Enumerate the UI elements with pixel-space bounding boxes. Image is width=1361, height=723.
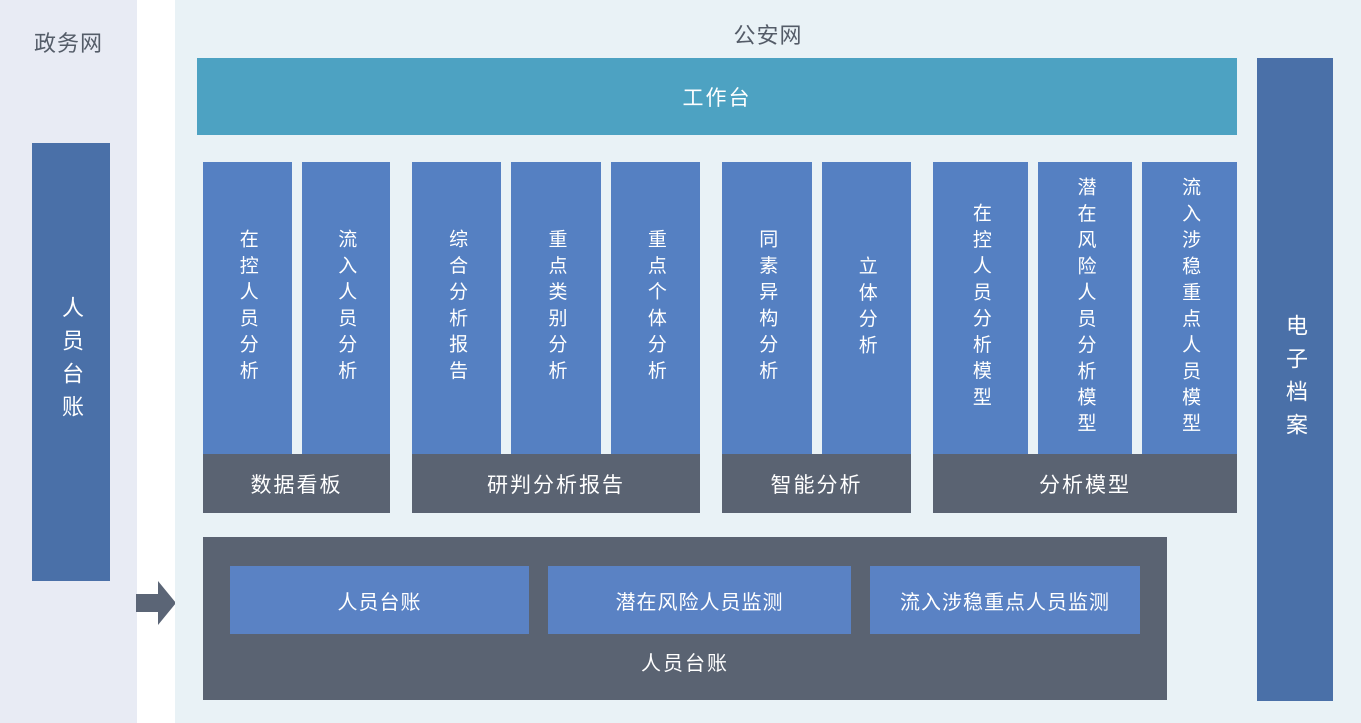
module-label: 潜在风险人员分析模型 — [1074, 176, 1096, 440]
group-analysis-report: 综合分析报告 重点类别分析 重点个体分析 研判分析报告 — [412, 162, 700, 513]
gov-network-panel: 政务网 人员台账 — [0, 0, 137, 723]
module-label: 立体分析 — [855, 255, 877, 361]
gov-personnel-ledger-bar: 人员台账 — [32, 143, 110, 581]
module-label: 综合分析报告 — [446, 229, 468, 387]
group-label: 数据看板 — [250, 473, 343, 497]
electronic-archive-bar: 电子档案 — [1257, 58, 1333, 701]
module-label: 流入涉稳重点人员模型 — [1179, 176, 1201, 440]
group-intelligent-analysis: 同素异构分析 立体分析 智能分析 — [722, 162, 911, 513]
module-label: 流入人员分析 — [335, 229, 357, 387]
workbench-label: 工作台 — [682, 86, 752, 110]
group-columns: 综合分析报告 重点类别分析 重点个体分析 — [412, 162, 700, 454]
group-label: 智能分析 — [770, 473, 863, 497]
personnel-ledger-panel-label: 人员台账 — [641, 653, 729, 675]
group-label: 分析模型 — [1039, 473, 1131, 497]
gov-network-title: 政务网 — [33, 31, 103, 56]
group-data-dashboard: 在控人员分析 流入人员分析 数据看板 — [203, 162, 390, 513]
risk-monitor-button: 潜在风险人员监测 — [548, 566, 851, 634]
group-label: 研判分析报告 — [487, 473, 625, 497]
module-block: 流入人员分析 — [301, 162, 390, 454]
module-block: 在控人员分析模型 — [933, 162, 1028, 454]
module-label: 在控人员分析 — [236, 229, 258, 387]
module-label: 重点个体分析 — [644, 229, 666, 387]
module-block: 综合分析报告 — [412, 162, 502, 454]
group-footer: 研判分析报告 — [412, 454, 700, 513]
group-footer: 智能分析 — [722, 454, 911, 513]
group-columns: 同素异构分析 立体分析 — [722, 162, 911, 454]
personnel-ledger-panel: 人员台账 潜在风险人员监测 流入涉稳重点人员监测 人员台账 — [203, 537, 1167, 700]
flow-arrow-icon — [136, 581, 176, 625]
module-block: 重点类别分析 — [511, 162, 601, 454]
police-network-panel: 公安网 工作台 在控人员分析 流入人员分析 数据看板 — [175, 0, 1361, 723]
module-label: 重点类别分析 — [545, 229, 567, 387]
group-columns: 在控人员分析 流入人员分析 — [203, 162, 390, 454]
ledger-button: 人员台账 — [230, 566, 529, 634]
inflow-monitor-button: 流入涉稳重点人员监测 — [870, 566, 1140, 634]
module-block: 同素异构分析 — [722, 162, 812, 454]
group-analysis-models: 在控人员分析模型 潜在风险人员分析模型 流入涉稳重点人员模型 分析模型 — [933, 162, 1238, 513]
module-groups: 在控人员分析 流入人员分析 数据看板 综合分析报告 重点类别分析 — [203, 162, 1238, 513]
module-block: 立体分析 — [821, 162, 911, 454]
module-label: 在控人员分析模型 — [969, 203, 991, 413]
workbench-bar: 工作台 — [197, 58, 1237, 135]
module-block: 潜在风险人员分析模型 — [1037, 162, 1133, 454]
gov-personnel-ledger-label: 人员台账 — [59, 296, 84, 428]
group-footer: 数据看板 — [203, 454, 390, 513]
module-block: 在控人员分析 — [203, 162, 292, 454]
group-footer: 分析模型 — [933, 454, 1237, 513]
module-block: 重点个体分析 — [610, 162, 700, 454]
ledger-button-row: 人员台账 潜在风险人员监测 流入涉稳重点人员监测 — [203, 537, 1167, 634]
group-columns: 在控人员分析模型 潜在风险人员分析模型 流入涉稳重点人员模型 — [933, 162, 1238, 454]
module-label: 同素异构分析 — [756, 229, 778, 387]
electronic-archive-label: 电子档案 — [1283, 313, 1308, 446]
module-block: 流入涉稳重点人员模型 — [1142, 162, 1238, 454]
police-network-title: 公安网 — [733, 23, 803, 48]
